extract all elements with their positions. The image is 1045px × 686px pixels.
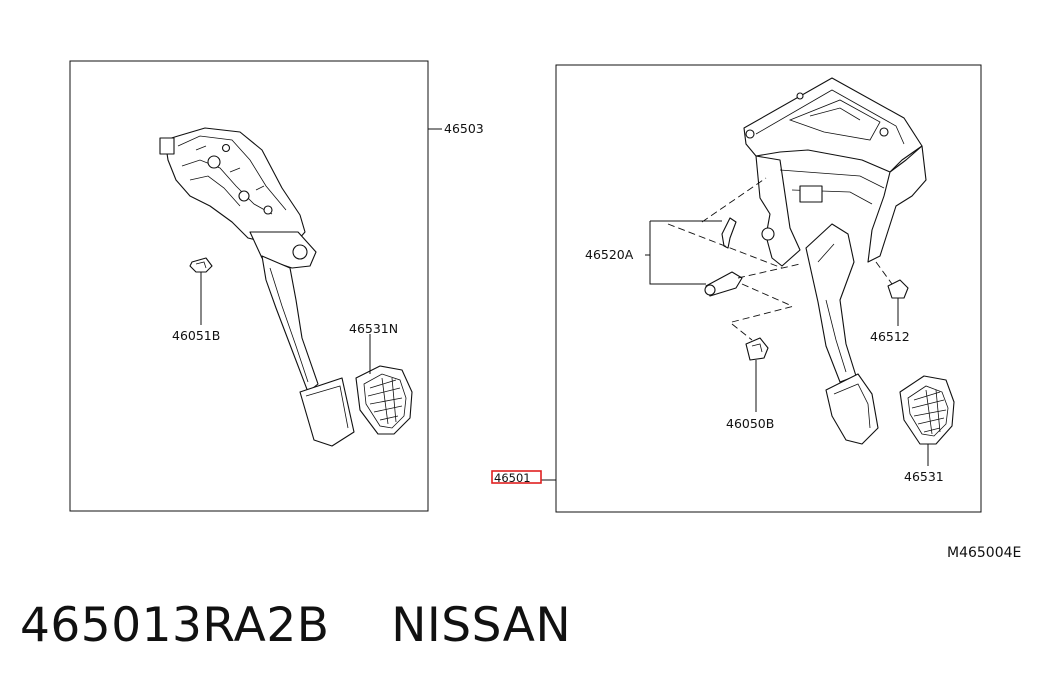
callout-46512: 46512 <box>870 329 910 344</box>
left-pedal-assembly-drawing <box>159 127 355 447</box>
right-pedal-assembly-drawing <box>743 77 927 445</box>
left-panel-frame <box>69 60 429 512</box>
stopper-part <box>887 279 909 326</box>
right-pedal-pad-part <box>899 375 955 466</box>
part-number: 465013RA2B <box>20 598 330 653</box>
highlight-box-46501 <box>491 470 542 484</box>
callout-46520a: 46520A <box>585 247 634 262</box>
callout-46503: 46503 <box>444 121 484 136</box>
part-title: 465013RA2B NISSAN <box>20 598 571 653</box>
right-panel-frame <box>555 64 982 513</box>
left-pedal-pad-part <box>355 365 413 435</box>
callout-46501: 46501 <box>494 471 531 485</box>
brand-name: NISSAN <box>391 598 572 653</box>
left-clip-part <box>189 257 213 325</box>
callout-46531: 46531 <box>904 469 944 484</box>
callout-46531n: 46531N <box>349 321 398 336</box>
callout-46050b: 46050B <box>726 416 774 431</box>
diagram-code: M465004E <box>947 545 1021 561</box>
pin-set-part <box>704 217 743 297</box>
right-clip-part <box>745 337 769 412</box>
bracket-46520a <box>649 220 722 285</box>
callout-46051b: 46051B <box>172 328 220 343</box>
